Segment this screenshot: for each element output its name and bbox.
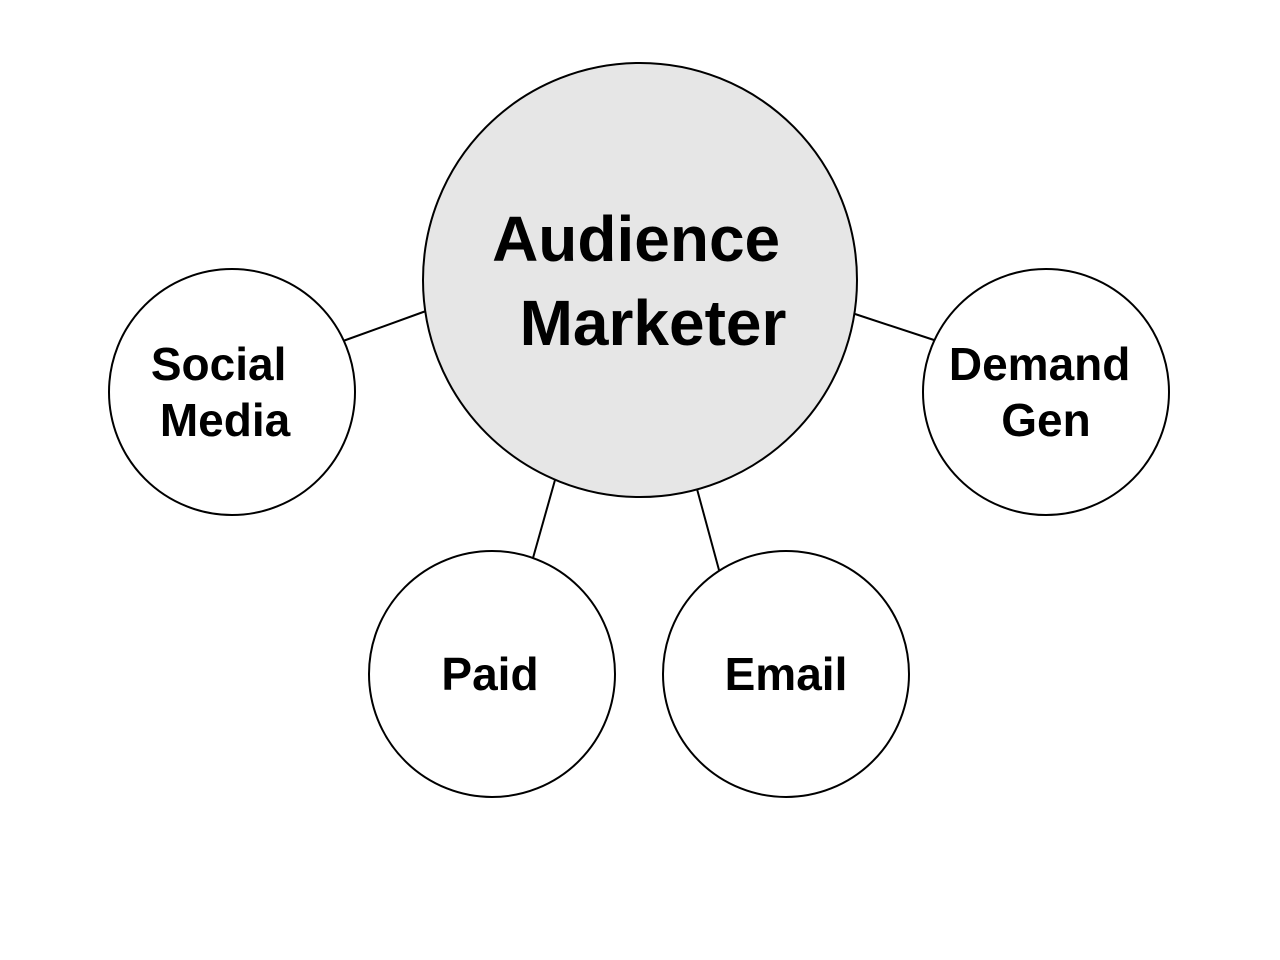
center-node: Audience Marketer	[422, 62, 858, 498]
social-media-label: Social Media	[151, 338, 299, 446]
demand-gen-label-line-1: Demand	[949, 338, 1130, 390]
email-label: Email	[725, 648, 848, 700]
paid-label: Paid	[441, 648, 538, 700]
node-demand-gen: Demand Gen	[922, 268, 1170, 516]
social-media-label-line-1: Social	[151, 338, 287, 390]
social-media-circle	[108, 268, 356, 516]
center-label-line-1: Audience	[492, 203, 780, 275]
connector-social-media	[342, 310, 427, 342]
node-email: Email	[662, 550, 910, 798]
email-circle	[662, 550, 910, 798]
node-social-media: Social Media	[108, 268, 356, 516]
paid-label-line-1: Paid	[441, 648, 538, 700]
connector-email	[696, 488, 720, 571]
center-label-line-2: Marketer	[520, 287, 787, 359]
center-label: Audience Marketer	[492, 203, 798, 359]
connector-paid	[532, 479, 556, 559]
demand-gen-label-line-2: Gen	[1001, 394, 1090, 446]
node-paid: Paid	[368, 550, 616, 798]
demand-gen-circle	[922, 268, 1170, 516]
connector-demand-gen	[854, 313, 935, 341]
email-label-line-1: Email	[725, 648, 848, 700]
demand-gen-label: Demand Gen	[949, 338, 1143, 446]
paid-circle	[368, 550, 616, 798]
center-circle	[422, 62, 858, 498]
social-media-label-line-2: Media	[160, 394, 291, 446]
